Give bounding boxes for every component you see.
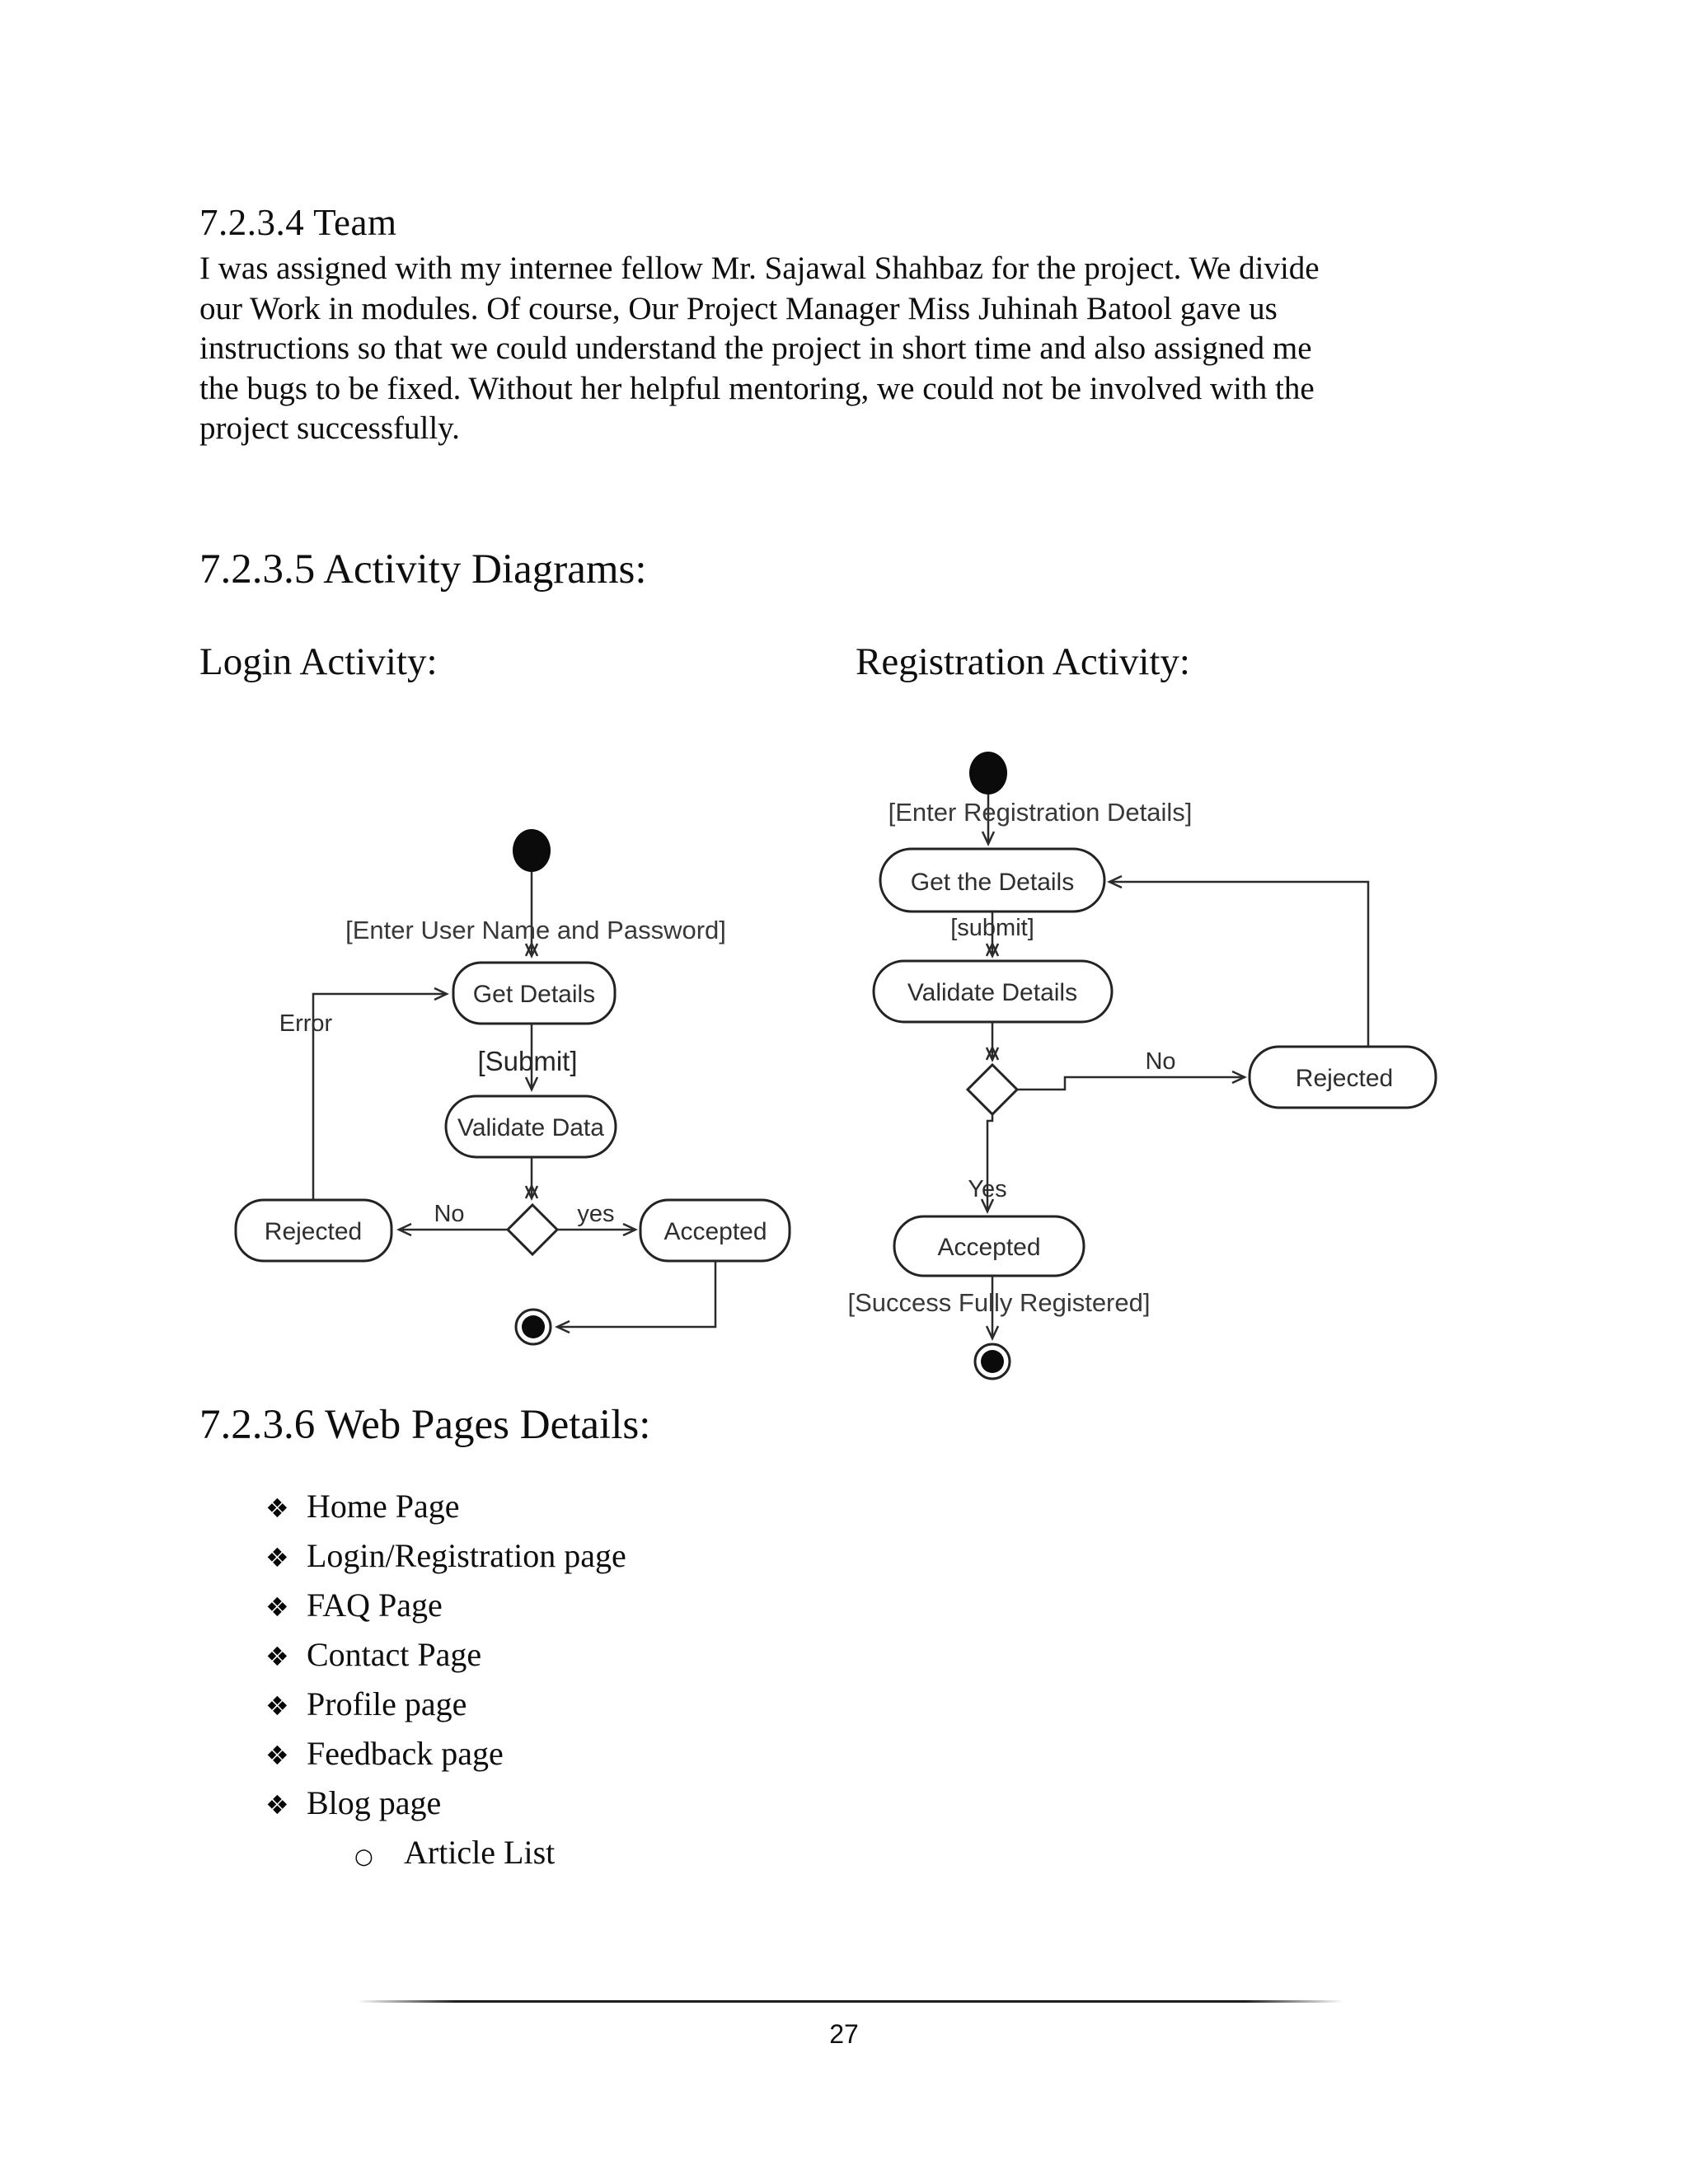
list-item: ❖ Login/Registration page [265,1536,626,1586]
registration-submit-guard: [submit] [950,915,1034,941]
activity-diagrams-heading: 7.2.3.5 Activity Diagrams: [199,546,647,593]
list-item-label: FAQ Page [307,1586,443,1624]
diamond-bullet-icon: ❖ [265,1641,289,1672]
login-submit-guard: [Submit] [477,1046,577,1076]
login-yes-label: yes [577,1201,614,1227]
list-item: ❖ Contact Page [265,1635,626,1685]
footer-divider [357,2000,1343,2003]
list-item-label: Contact Page [307,1636,482,1673]
registration-activity-title: Registration Activity: [856,640,1190,683]
registration-start-node [969,752,1007,794]
login-start-node [513,829,551,872]
list-sub-item-label: Article List [404,1834,556,1871]
login-validate-label: Validate Data [457,1114,604,1141]
list-item-label: Home Page [307,1488,460,1525]
registration-edge-no-to-rejected [1017,1070,1247,1091]
list-sub-item: ○ Article List [354,1833,626,1882]
login-rejected-label: Rejected [265,1218,362,1245]
paragraph-line: I was assigned with my internee fellow M… [199,251,1320,286]
registration-success-guard: [Success Fully Registered] [848,1288,1151,1317]
paragraph-line: the bugs to be fixed. Without her helpfu… [199,370,1315,406]
list-item: ❖ FAQ Page [265,1586,626,1635]
registration-rejected-node [1248,1045,1437,1109]
diamond-bullet-icon: ❖ [265,1591,289,1623]
team-section-heading: 7.2.3.4 Team [199,202,397,243]
login-getdetails-label: Get Details [473,981,595,1008]
registration-validate-label: Validate Details [907,979,1077,1006]
diamond-bullet-icon: ❖ [265,1690,289,1722]
list-item-label: Profile page [307,1685,467,1722]
registration-no-label: No [1145,1048,1175,1075]
registration-enter-details-guard: [Enter Registration Details] [889,798,1193,827]
diamond-bullet-icon: ❖ [265,1493,289,1524]
login-enter-credentials-guard: [Enter User Name and Password] [345,916,726,944]
paragraph-line: project successfully. [199,410,460,446]
login-edge-error-loop [312,987,449,1200]
registration-activity-diagram: [Enter Registration Details] Get the Det… [848,752,1437,1380]
list-item: ❖ Profile page [265,1685,626,1734]
list-item-label: Blog page [307,1784,442,1821]
registration-rejected-label: Rejected [1296,1065,1393,1092]
registration-decision-diamond [965,1062,1020,1117]
team-paragraph: I was assigned with my internee fellow M… [199,249,1617,449]
login-activity-diagram: [Enter User Name and Password] Get Detai… [234,829,791,1346]
webpages-list: ❖ Home Page ❖ Login/Registration page ❖ … [265,1487,626,1882]
diamond-bullet-icon: ❖ [265,1789,289,1821]
registration-accepted-label: Accepted [937,1234,1040,1261]
login-decision-diamond [505,1202,560,1257]
login-accepted-label: Accepted [663,1218,767,1245]
list-item: ❖ Blog page [265,1783,626,1833]
registration-getdetails-label: Get the Details [911,869,1074,896]
page-number: 27 [829,2019,859,2049]
login-activity-title: Login Activity: [199,640,438,683]
diamond-bullet-icon: ❖ [265,1740,289,1771]
paragraph-line: instructions so that we could understand… [199,330,1312,366]
registration-end-node [981,1350,1004,1373]
login-getdetails-node [452,961,617,1025]
login-error-label: Error [279,1010,333,1037]
list-item: ❖ Home Page [265,1487,626,1536]
registration-yes-label: Yes [968,1176,1006,1202]
list-item-label: Feedback page [307,1735,504,1772]
registration-edge-rejected-return [1107,874,1370,1047]
list-item: ❖ Feedback page [265,1734,626,1783]
diamond-bullet-icon: ❖ [265,1542,289,1573]
paragraph-line: our Work in modules. Of course, Our Proj… [199,290,1278,326]
circle-bullet-icon: ○ [354,1844,373,1869]
registration-accepted-node [893,1215,1085,1277]
list-item-label: Login/Registration page [307,1537,626,1574]
login-edge-accepted-to-end [555,1261,717,1334]
login-no-label: No [434,1201,464,1227]
login-end-node [522,1315,545,1338]
registration-edge-yes-to-accepted [980,1114,995,1214]
webpages-heading: 7.2.3.6 Web Pages Details: [199,1402,651,1448]
